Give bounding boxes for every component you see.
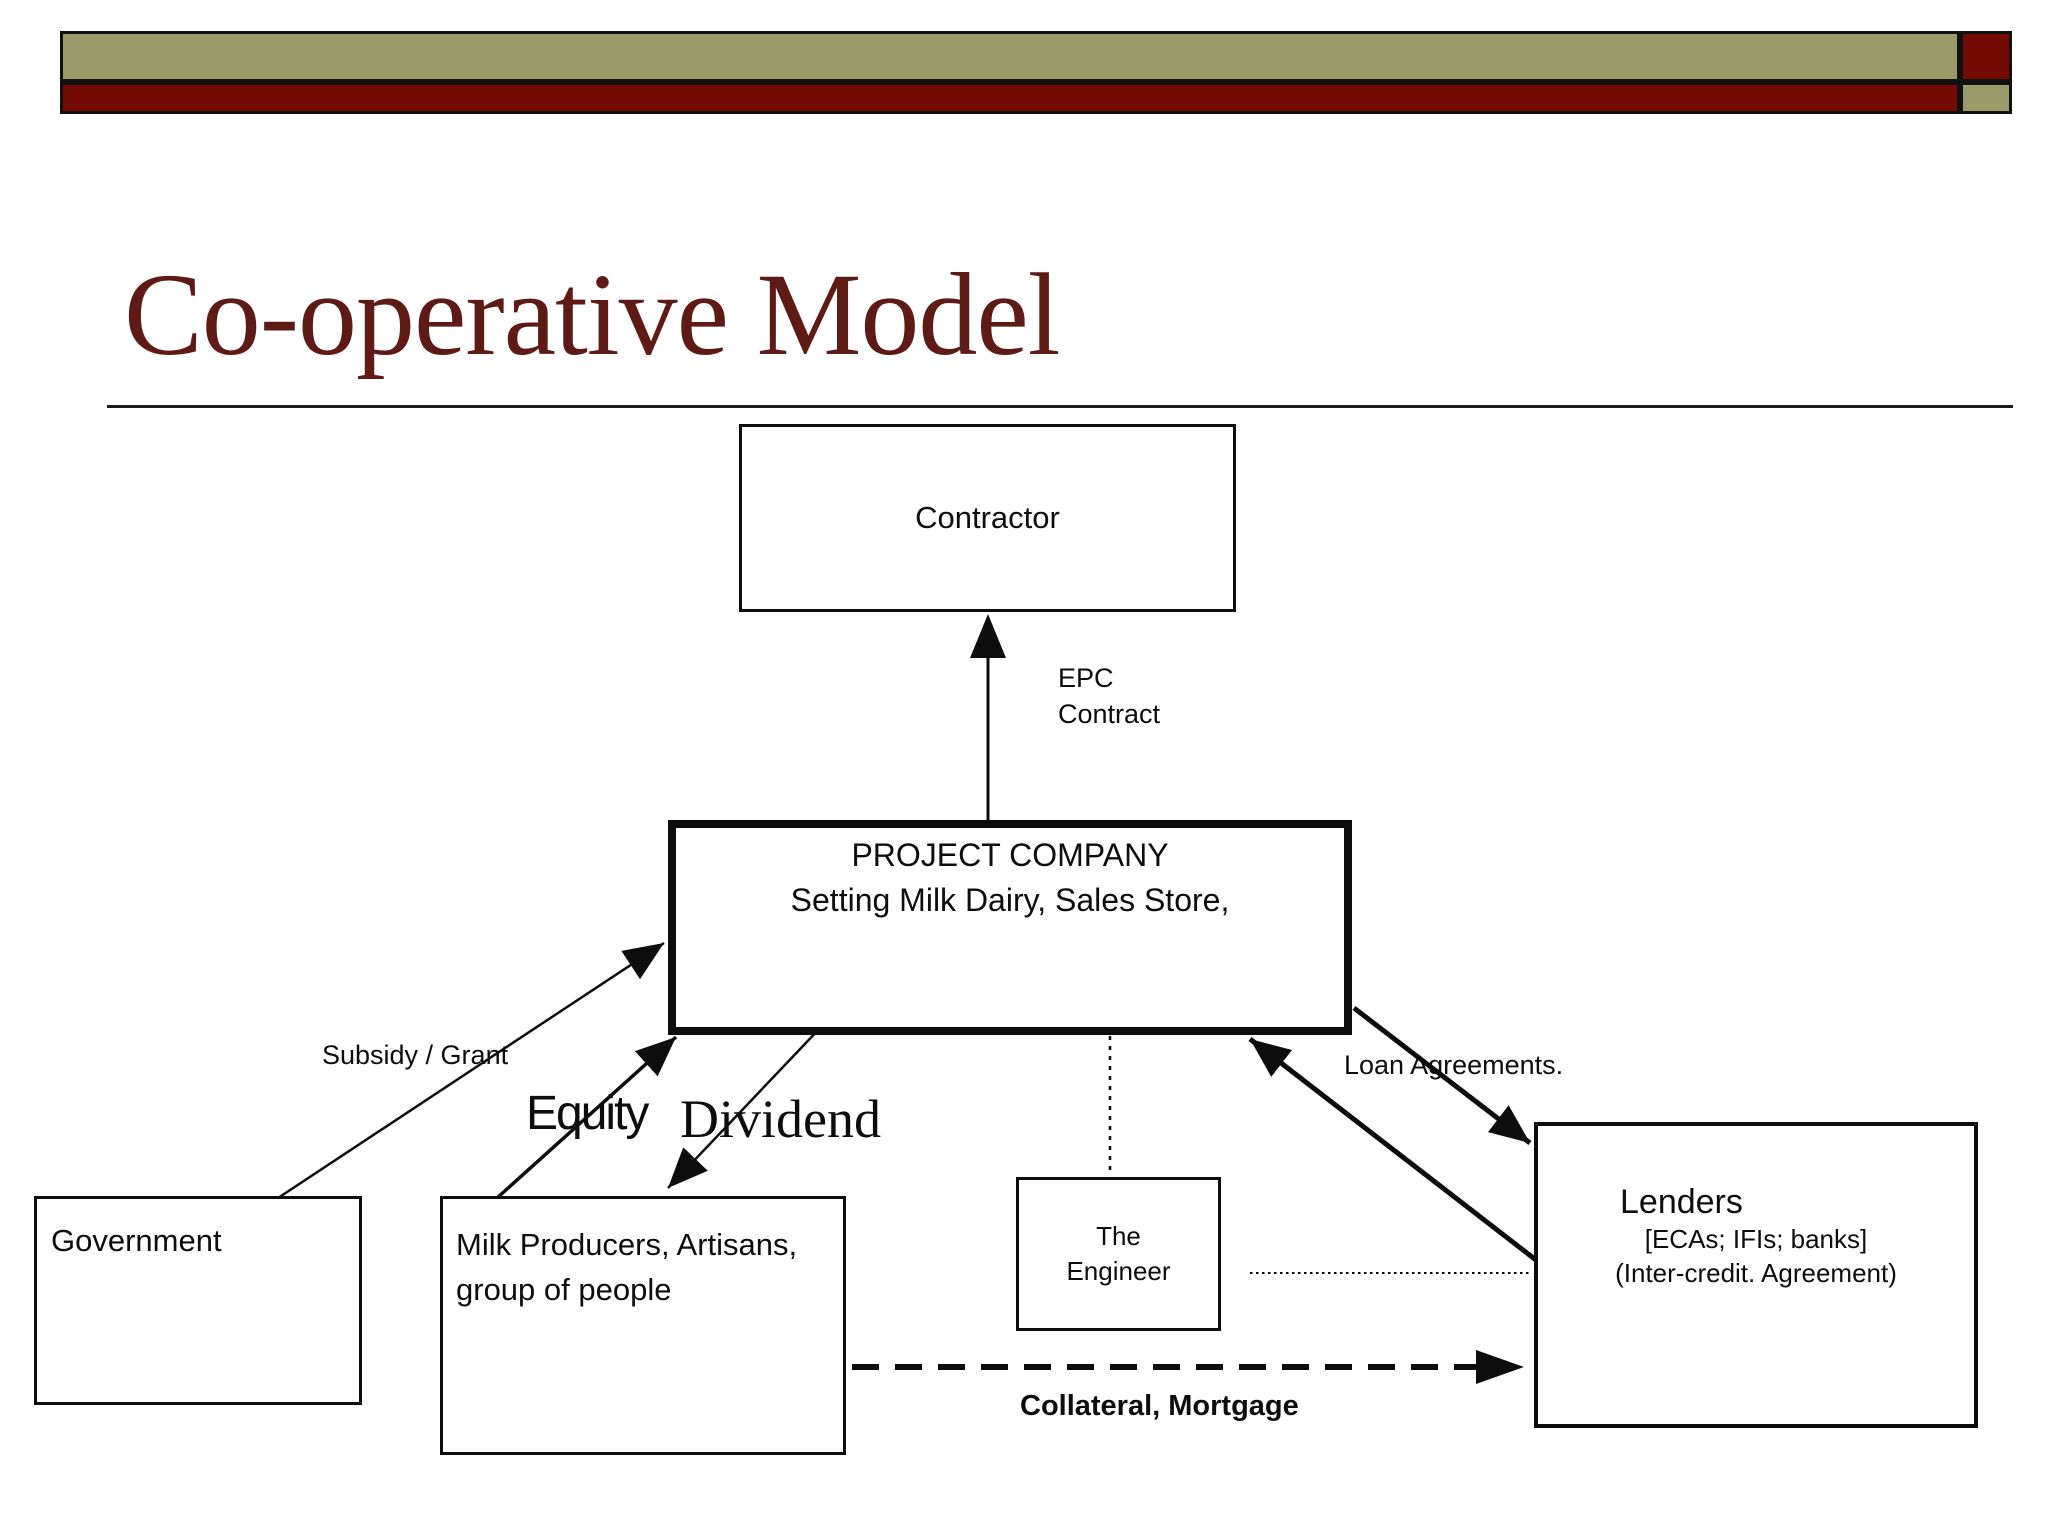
engineer-box: The Engineer xyxy=(1016,1177,1221,1331)
milk-producers-line1: Milk Producers, Artisans, xyxy=(456,1227,798,1262)
collateral-mortgage-label: Collateral, Mortgage xyxy=(1020,1390,1299,1422)
header-corner-olive xyxy=(1960,82,2012,114)
government-label: Government xyxy=(51,1223,222,1258)
equity-arrow xyxy=(495,1035,678,1200)
subsidy-grant-label: Subsidy / Grant xyxy=(322,1040,509,1070)
header-bar-maroon xyxy=(60,82,1960,114)
lenders-title: Lenders xyxy=(1620,1183,1743,1221)
lenders-line3: (Inter-credit. Agreement) xyxy=(1615,1257,1897,1288)
dividend-label: Dividend xyxy=(680,1089,881,1149)
epc-contract-label-line1: EPC xyxy=(1058,663,1114,693)
page-title: Co-operative Model xyxy=(124,249,1061,380)
equity-label: Equity xyxy=(526,1087,649,1140)
lenders-box: Lenders [ECAs; IFIs; banks] (Inter-credi… xyxy=(1534,1122,1978,1428)
epc-arrowhead xyxy=(970,614,1006,658)
project-company-subtitle: Setting Milk Dairy, Sales Store, xyxy=(790,881,1230,918)
engineer-line1: The xyxy=(1096,1220,1141,1251)
project-company-box: PROJECT COMPANY Setting Milk Dairy, Sale… xyxy=(668,820,1352,1035)
milk-producers-box: Milk Producers, Artisans, group of peopl… xyxy=(440,1196,846,1455)
title-rule xyxy=(107,405,2013,408)
lenders-line2: [ECAs; IFIs; banks] xyxy=(1644,1223,1868,1254)
loan-agreements-label: Loan Agreements. xyxy=(1344,1050,1564,1080)
epc-contract-label: EPC Contract xyxy=(1058,660,1160,733)
loan-arrow-to-company xyxy=(1248,1037,1538,1262)
header-corner-maroon xyxy=(1960,31,2012,82)
milk-producers-line2: group of people xyxy=(456,1271,672,1307)
loan-arrow-to-lenders xyxy=(1352,1006,1532,1145)
project-company-title: PROJECT COMPANY xyxy=(851,837,1169,873)
subsidy-arrow xyxy=(277,941,665,1200)
epc-contract-label-line2: Contract xyxy=(1058,699,1161,730)
contractor-label: Contractor xyxy=(915,500,1060,535)
dividend-arrow xyxy=(667,1025,823,1189)
engineer-line2: Engineer xyxy=(1066,1256,1171,1286)
collateral-arrowhead xyxy=(1476,1350,1524,1384)
contractor-box: Contractor xyxy=(739,424,1236,612)
government-box: Government xyxy=(34,1196,362,1405)
header-bar-olive xyxy=(60,31,1960,82)
